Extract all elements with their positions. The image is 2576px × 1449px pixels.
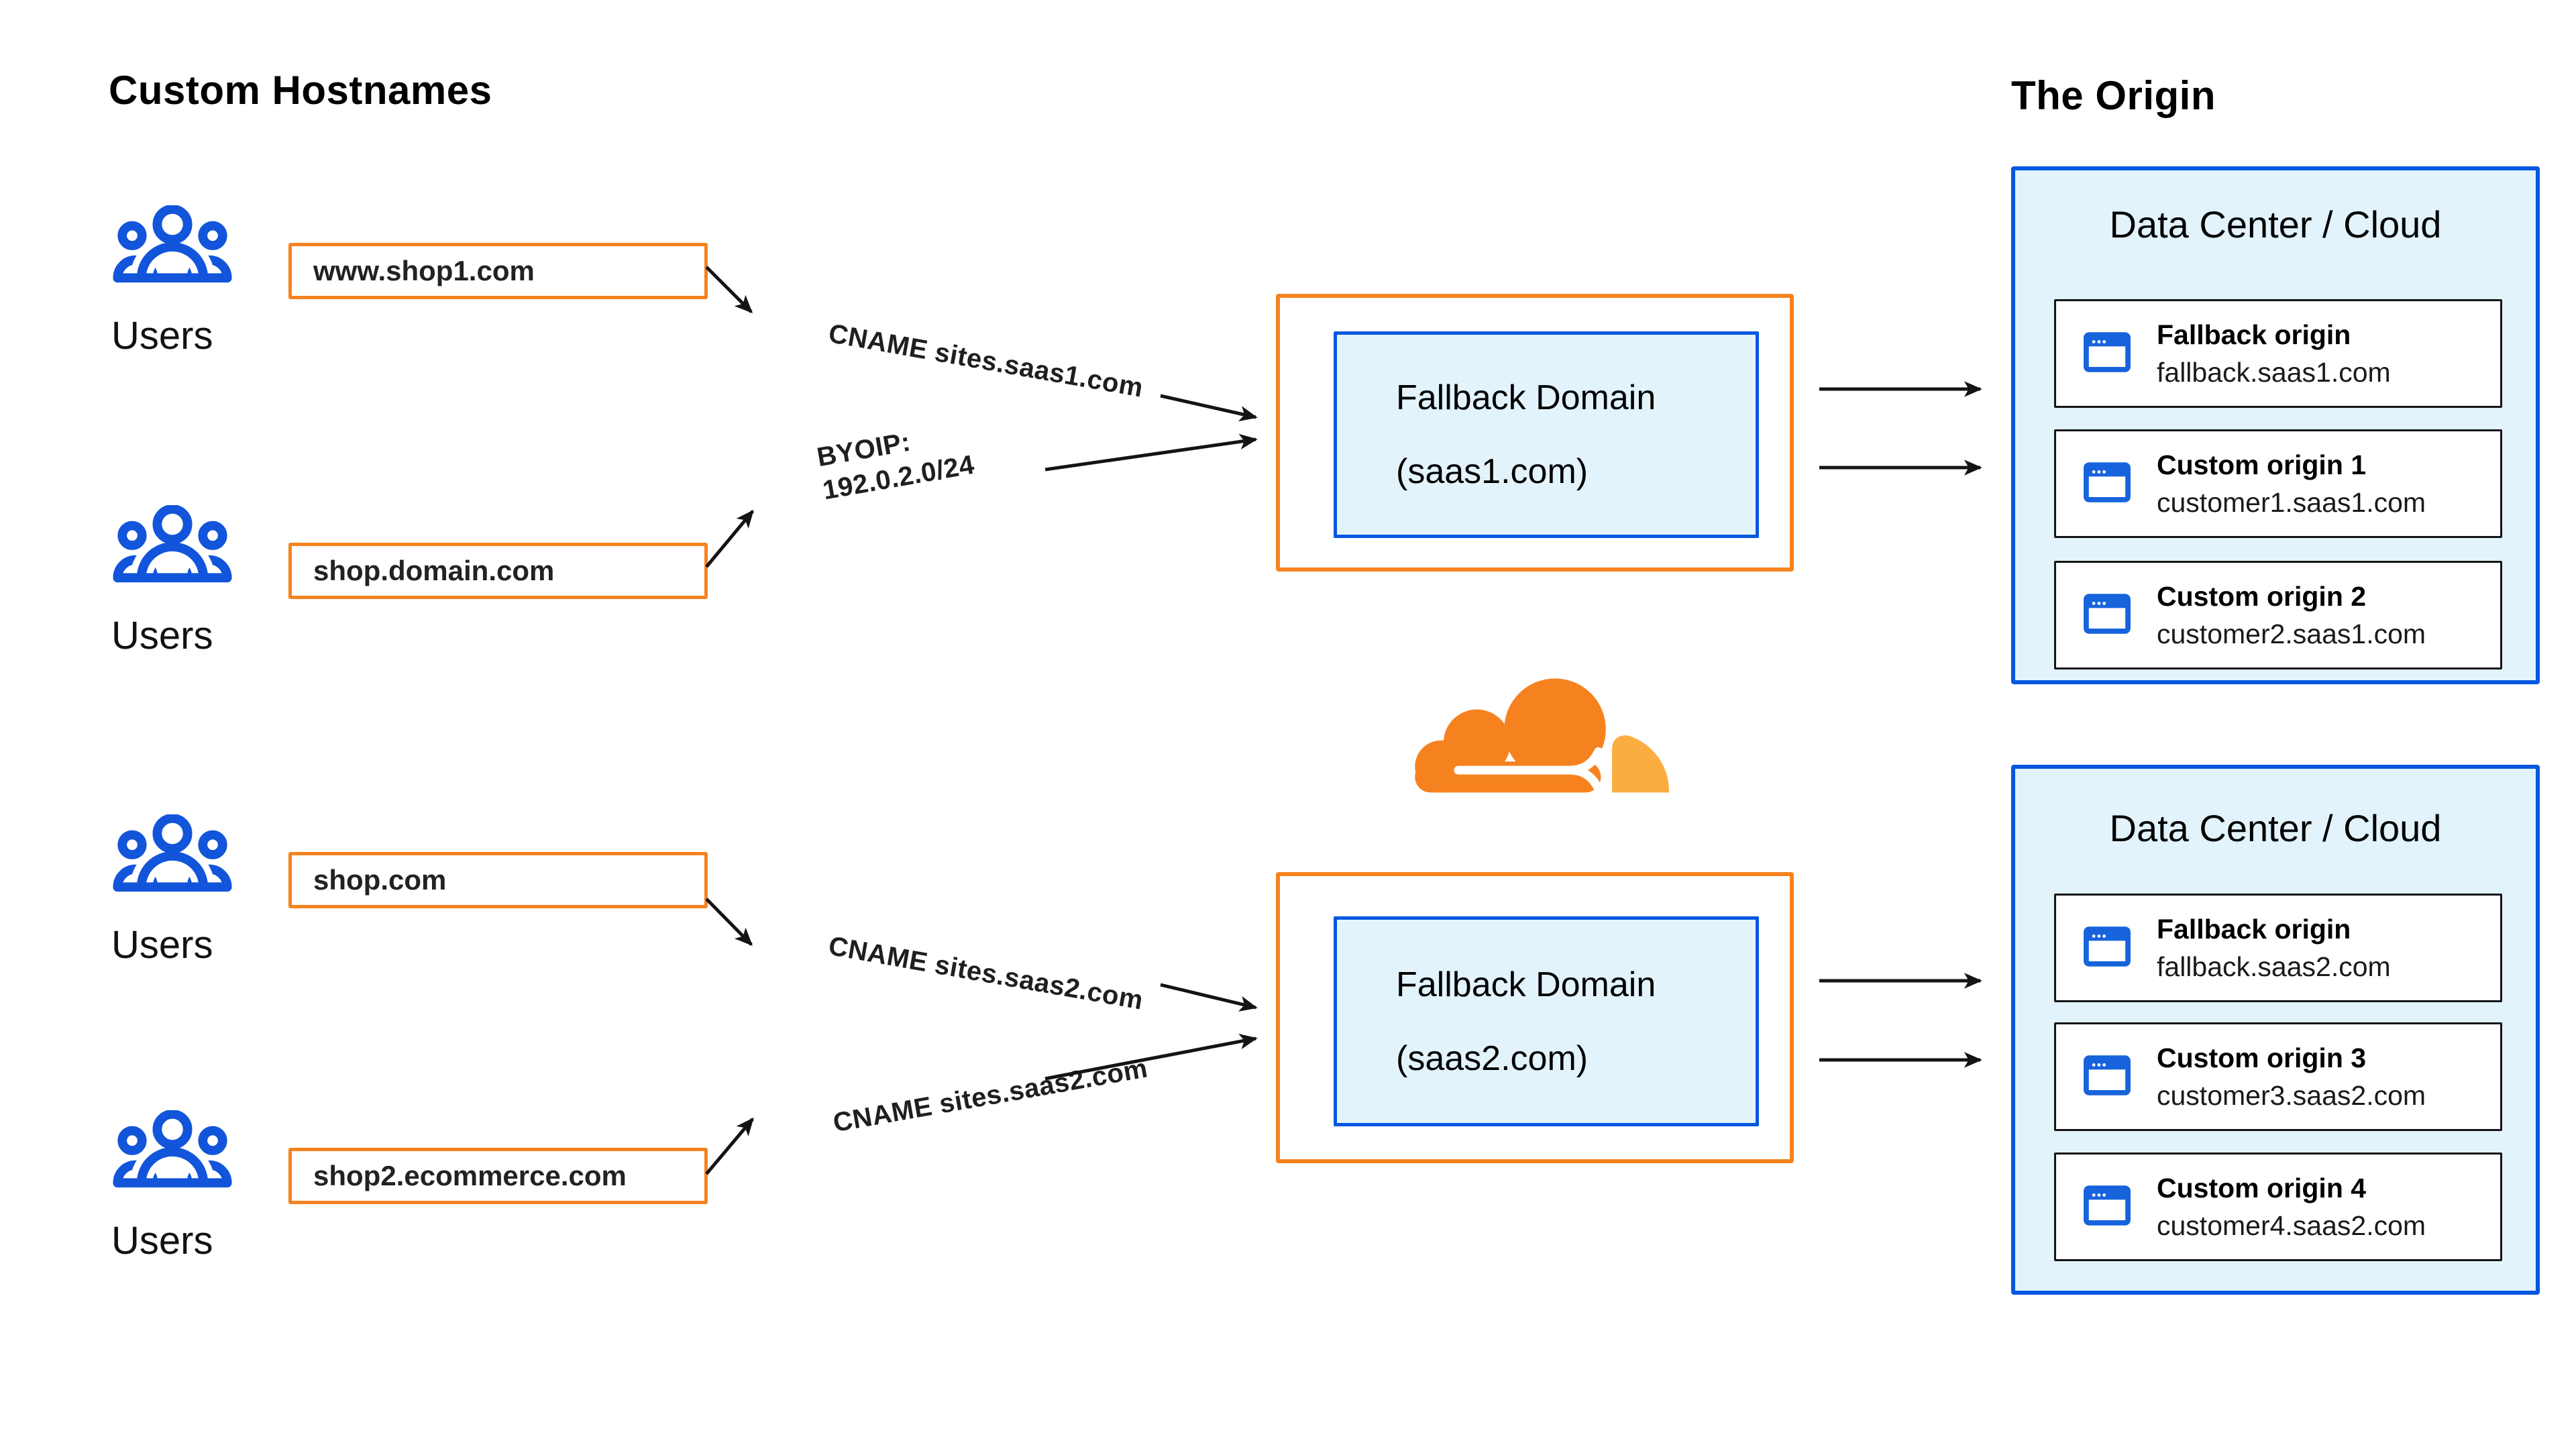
arrow-byoip-to-fallback1 bbox=[1044, 433, 1258, 472]
arrow-shop2-to-cname bbox=[705, 1117, 754, 1175]
origin-name: Fallback origin bbox=[2157, 913, 2351, 945]
origin-host: fallback.saas1.com bbox=[2157, 356, 2391, 388]
hostname-text: shop.com bbox=[313, 864, 447, 896]
fallback-domain-inner: Fallback Domain (saas2.com) bbox=[1334, 916, 1759, 1126]
users-icon bbox=[113, 205, 232, 289]
origin-row-custom-1: Custom origin 1 customer1.saas1.com bbox=[2054, 429, 2502, 538]
origin-row-fallback: Fallback origin fallback.saas2.com bbox=[2054, 894, 2502, 1002]
data-center-box-2: Data Center / Cloud Fallback origin fall… bbox=[2011, 765, 2540, 1295]
data-center-box-1: Data Center / Cloud Fallback origin fall… bbox=[2011, 166, 2540, 684]
fallback-domain-box-saas1: Fallback Domain (saas1.com) bbox=[1276, 294, 1794, 572]
arrow-shop1-to-cname bbox=[705, 266, 753, 313]
route-label-cname-saas1: CNAME sites.saas1.com bbox=[826, 318, 1146, 403]
hostname-box: www.shop1.com bbox=[288, 243, 708, 299]
fallback-domain-name: (saas2.com) bbox=[1396, 1038, 1589, 1078]
origin-host: customer4.saas2.com bbox=[2157, 1210, 2426, 1241]
origin-host: customer3.saas2.com bbox=[2157, 1079, 2426, 1111]
origin-name: Custom origin 4 bbox=[2157, 1172, 2367, 1203]
origin-host: fallback.saas2.com bbox=[2157, 951, 2391, 982]
route-label-byoip: BYOIP: 192.0.2.0/24 bbox=[814, 427, 977, 506]
fallback-domain-title: Fallback Domain bbox=[1396, 378, 1656, 417]
fallback-domain-name: (saas1.com) bbox=[1396, 452, 1589, 491]
origin-row-fallback: Fallback origin fallback.saas1.com bbox=[2054, 299, 2502, 408]
hostname-box: shop.com bbox=[288, 852, 708, 908]
arrow-cname-to-fallback1 bbox=[1160, 394, 1258, 422]
route-label-cname-saas2-b: CNAME sites.saas2.com bbox=[830, 1053, 1150, 1138]
origin-host: customer2.saas1.com bbox=[2157, 618, 2426, 649]
fallback-domain-title: Fallback Domain bbox=[1396, 965, 1656, 1004]
hostname-box: shop2.ecommerce.com bbox=[288, 1148, 708, 1204]
hostname-text: shop.domain.com bbox=[313, 555, 555, 586]
users-label: Users bbox=[111, 614, 213, 657]
data-center-title: Data Center / Cloud bbox=[2109, 203, 2442, 246]
origin-host: customer1.saas1.com bbox=[2157, 486, 2426, 518]
origin-name: Custom origin 2 bbox=[2157, 580, 2367, 612]
users-icon bbox=[113, 1110, 232, 1194]
browser-window-icon bbox=[2082, 588, 2133, 643]
hostname-box: shop.domain.com bbox=[288, 543, 708, 599]
browser-window-icon bbox=[2082, 1180, 2133, 1234]
hostname-text: www.shop1.com bbox=[313, 255, 535, 286]
users-label: Users bbox=[111, 314, 213, 358]
origin-row-custom-4: Custom origin 4 customer4.saas2.com bbox=[2054, 1152, 2502, 1261]
origin-row-custom-3: Custom origin 3 customer3.saas2.com bbox=[2054, 1022, 2502, 1131]
arrow-shopcom-to-cname bbox=[705, 898, 753, 946]
users-label: Users bbox=[111, 1219, 213, 1263]
hostname-text: shop2.ecommerce.com bbox=[313, 1160, 627, 1191]
origin-name: Custom origin 1 bbox=[2157, 449, 2367, 480]
origin-name: Fallback origin bbox=[2157, 319, 2351, 350]
origin-name: Custom origin 3 bbox=[2157, 1042, 2367, 1073]
browser-window-icon bbox=[2082, 327, 2133, 381]
custom-hostnames-heading: Custom Hostnames bbox=[109, 68, 492, 113]
cloudflare-logo-icon bbox=[1409, 672, 1670, 796]
users-icon bbox=[113, 814, 232, 898]
route-label-cname-saas2-a: CNAME sites.saas2.com bbox=[826, 930, 1146, 1016]
arrow-shopdomain-to-byoip bbox=[705, 509, 754, 568]
fallback-domain-box-saas2: Fallback Domain (saas2.com) bbox=[1276, 872, 1794, 1163]
users-label: Users bbox=[111, 923, 213, 967]
data-center-title: Data Center / Cloud bbox=[2109, 807, 2442, 849]
browser-window-icon bbox=[2082, 457, 2133, 511]
browser-window-icon bbox=[2082, 921, 2133, 975]
the-origin-heading: The Origin bbox=[2011, 73, 2216, 118]
origin-row-custom-2: Custom origin 2 customer2.saas1.com bbox=[2054, 561, 2502, 669]
fallback-domain-inner: Fallback Domain (saas1.com) bbox=[1334, 331, 1759, 538]
browser-window-icon bbox=[2082, 1050, 2133, 1104]
users-icon bbox=[113, 504, 232, 589]
arrow-cname-to-fallback2-a bbox=[1160, 983, 1258, 1012]
